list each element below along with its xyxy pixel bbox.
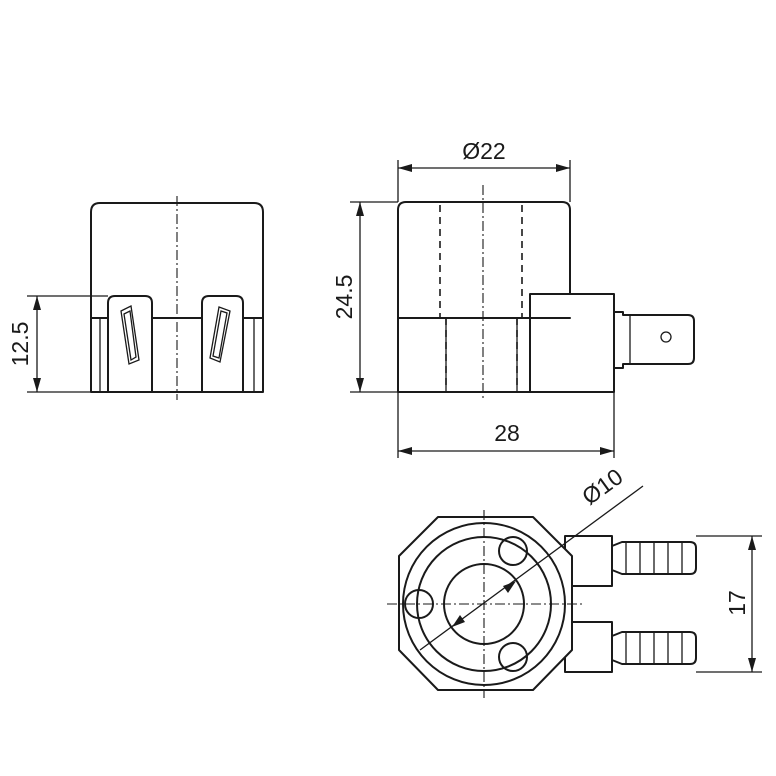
dimension-label-12-5: 12.5 [7,322,33,367]
left-terminal [107,295,153,393]
dimension-diameter-22 [397,160,571,202]
dimension-label-24-5: 24.5 [331,275,357,320]
dimension-diameter-10 [419,485,644,651]
right-terminal [201,295,244,393]
lower-pin [564,621,697,673]
side-view [27,196,264,400]
dimension-label-17: 17 [724,590,750,616]
dimension-17 [696,535,762,673]
dimension-24-5 [350,201,398,393]
dimension-28 [397,392,615,458]
dimension-label-diameter-22: Ø22 [462,138,505,164]
dimension-label-28: 28 [494,420,520,446]
upper-pin [564,535,697,587]
front-view [350,160,695,458]
bottom-view [387,485,762,698]
dimension-12-5 [27,295,108,393]
